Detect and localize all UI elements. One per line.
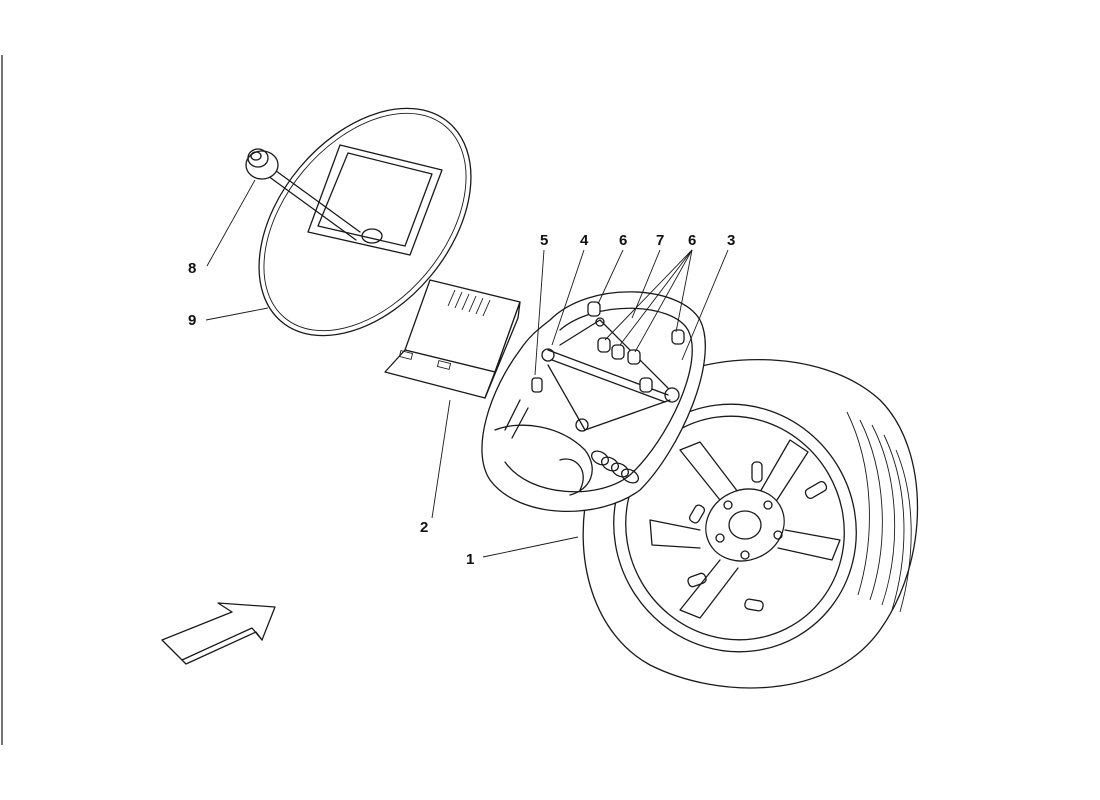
label-6-right: 6 — [688, 232, 696, 249]
label-6-left: 6 — [619, 232, 627, 249]
wheel-bolt-tool — [245, 148, 361, 241]
label-4: 4 — [580, 232, 589, 249]
label-9: 9 — [188, 312, 196, 329]
direction-arrow — [161, 602, 276, 665]
label-3: 3 — [727, 232, 735, 249]
label-2: 2 — [420, 519, 428, 536]
label-1: 1 — [466, 551, 474, 568]
tool-tray — [481, 291, 706, 512]
leader-lines — [205, 179, 729, 558]
trunk-cover — [258, 107, 472, 337]
label-8: 8 — [188, 260, 196, 277]
compressor-box — [384, 279, 521, 399]
label-5: 5 — [540, 232, 548, 249]
label-7: 7 — [656, 232, 664, 249]
part-labels: 1 2 3 4 5 6 7 6 8 9 — [188, 232, 735, 568]
